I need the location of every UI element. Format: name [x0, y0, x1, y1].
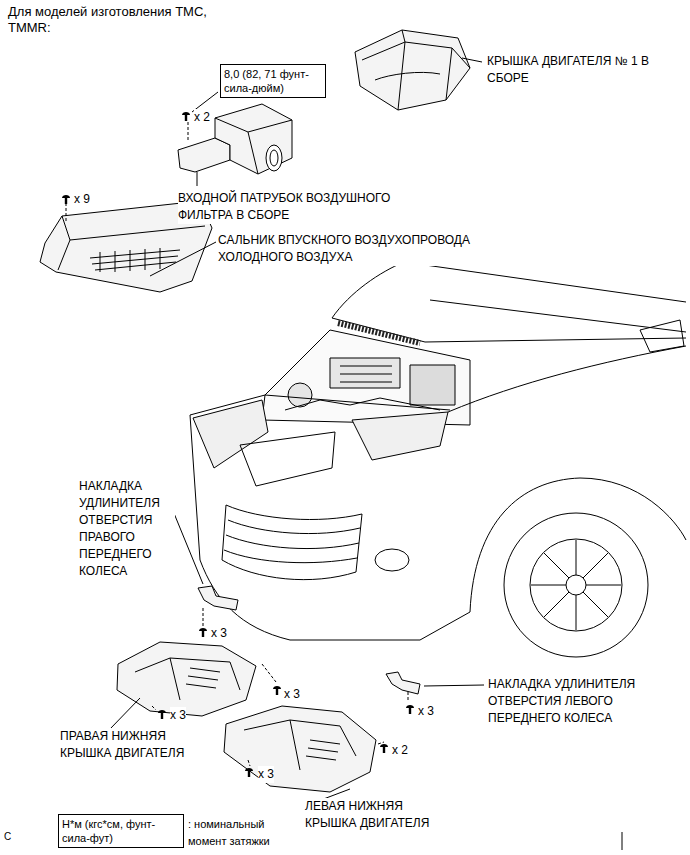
- part-name: КРЫШКА ДВИГАТЕЛЯ № 1 В СБОРЕ: [487, 53, 665, 87]
- label-text: x 2: [194, 109, 210, 126]
- label-text: ЛЕВАЯ НИЖНЯЯ КРЫШКА ДВИГАТЕЛЯ: [305, 798, 455, 832]
- label-text: x 2: [392, 742, 408, 759]
- title-text: Для моделей изготовления TMC, TMMR:: [8, 4, 218, 36]
- part-name: ЛЕВАЯ НИЖНЯЯ КРЫШКА ДВИГАТЕЛЯ: [305, 798, 455, 832]
- legend-note: : номинальный момент затяжки: [188, 816, 292, 850]
- label-text: КРЫШКА ДВИГАТЕЛЯ № 1 В СБОРЕ: [487, 53, 665, 87]
- part-name: НАКЛАДКА УДЛИНИТЕЛЯ ОТВЕРСТИЯ ЛЕВОГО ПЕР…: [488, 676, 684, 727]
- callout-count: x 2: [392, 742, 408, 759]
- part-name: САЛЬНИК ВПУСКНОГО ВОЗДУХОПРОВОДА ХОЛОДНО…: [218, 232, 506, 266]
- callout-count: x 3: [418, 703, 434, 720]
- label-text: САЛЬНИК ВПУСКНОГО ВОЗДУХОПРОВОДА ХОЛОДНО…: [218, 232, 506, 266]
- callout-count: x 3: [258, 766, 274, 783]
- label-text: x 3: [170, 707, 186, 724]
- part-name: ВХОДНОЙ ПАТРУБОК ВОЗДУШНОГО ФИЛЬТРА В СБ…: [178, 190, 420, 224]
- label-text: x 3: [211, 625, 227, 642]
- callout-count: x 9: [74, 191, 90, 208]
- part-name: НАКЛАДКА УДЛИНИТЕЛЯ ОТВЕРСТИЯ ПРАВОГО ПЕ…: [79, 478, 175, 580]
- label-text: x 3: [284, 686, 300, 703]
- figure-code: C: [4, 828, 11, 845]
- torque-legend-box: Н*м (кгс*см, фунт-сила-фут): [58, 814, 184, 848]
- callout-count: x 3: [284, 686, 300, 703]
- callout-count: x 3: [211, 625, 227, 642]
- label-text: НАКЛАДКА УДЛИНИТЕЛЯ ОТВЕРСТИЯ ЛЕВОГО ПЕР…: [488, 676, 684, 727]
- callout-count: x 2: [194, 109, 210, 126]
- label-text: ВХОДНОЙ ПАТРУБОК ВОЗДУШНОГО ФИЛЬТРА В СБ…: [178, 190, 420, 224]
- torque-box: 8,0 (82, 71 фунт-сила-дюйм): [220, 64, 326, 98]
- label-text: x 3: [418, 703, 434, 720]
- label-text: ПРАВАЯ НИЖНЯЯ КРЫШКА ДВИГАТЕЛЯ: [60, 728, 204, 762]
- torque-text: Н*м (кгс*см, фунт-сила-фут): [62, 817, 180, 845]
- part-name: ПРАВАЯ НИЖНЯЯ КРЫШКА ДВИГАТЕЛЯ: [60, 728, 204, 762]
- label-text: x 9: [74, 191, 90, 208]
- label-text: НАКЛАДКА УДЛИНИТЕЛЯ ОТВЕРСТИЯ ПРАВОГО ПЕ…: [79, 478, 175, 580]
- torque-text: 8,0 (82, 71 фунт-сила-дюйм): [224, 67, 322, 95]
- label-text: : номинальный момент затяжки: [188, 816, 292, 850]
- label-text: x 3: [258, 766, 274, 783]
- page-title: Для моделей изготовления TMC, TMMR:: [8, 4, 218, 36]
- callout-count: x 3: [170, 707, 186, 724]
- label-text: C: [4, 828, 11, 845]
